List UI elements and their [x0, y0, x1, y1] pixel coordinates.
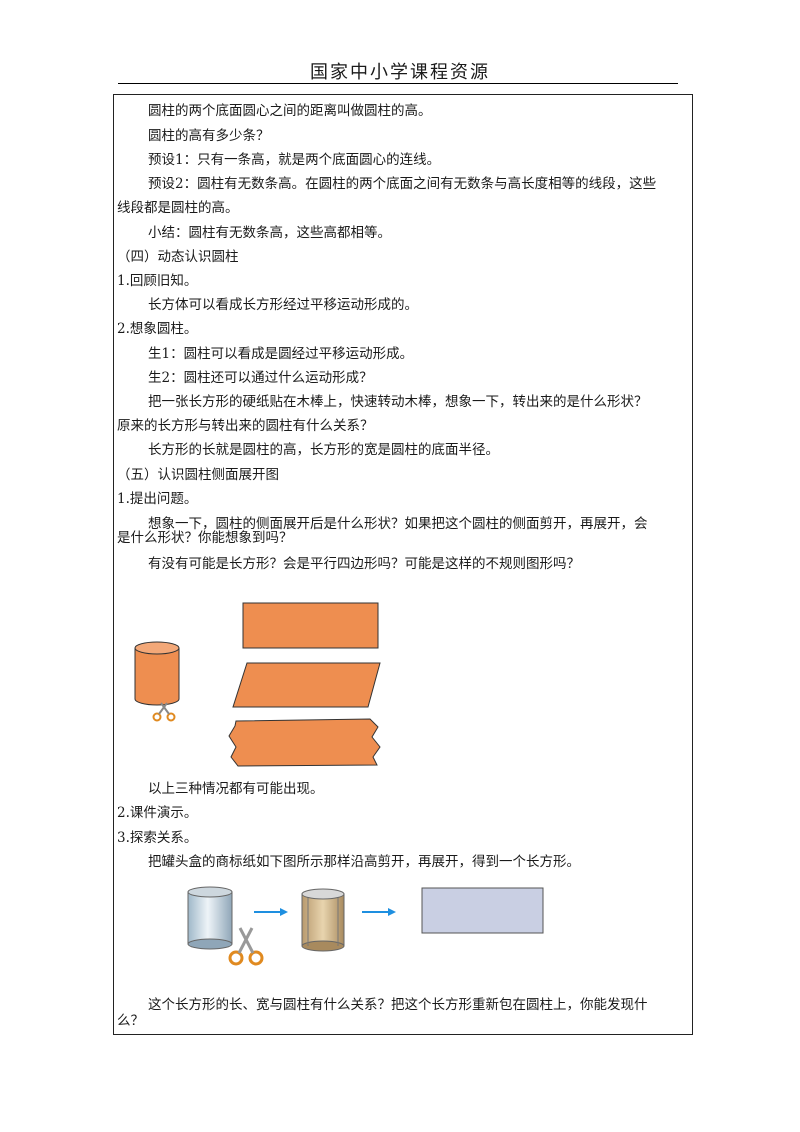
text-line: 想象一下，圆柱的侧面展开后是什么形状？如果把这个圆柱的侧面剪开，再展开，会 [148, 516, 648, 532]
text-line: 长方体可以看成长方形经过平移运动形成的。 [148, 297, 418, 313]
scissors-icon [152, 702, 176, 722]
text-line: 预设2：圆柱有无数条高。在圆柱的两个底面之间有无数条与高长度相等的线段，这些 [148, 176, 657, 192]
text-line: 有没有可能是长方形？会是平行四边形吗？可能是这样的不规则图形吗？ [148, 556, 580, 572]
text-line: 把一张长方形的硬纸贴在木棒上，快速转动木棒，想象一下，转出来的是什么形状？ [148, 394, 648, 410]
arrow-icon [254, 908, 288, 916]
opened-can-icon [301, 888, 345, 952]
scissors-icon [228, 927, 264, 966]
section-heading: （五）认识圆柱侧面展开图 [117, 467, 279, 483]
text-line: 么？ [117, 1013, 144, 1029]
cylinder-unroll-figure [134, 602, 381, 767]
text-line: 生2：圆柱还可以通过什么运动形成？ [148, 370, 373, 386]
header-rule [118, 83, 678, 84]
table-frame [113, 94, 693, 1035]
text-line: 原来的长方形与转出来的圆柱有什么关系？ [117, 418, 374, 434]
text-line: 1.提出问题。 [117, 491, 198, 507]
can-icon [187, 886, 233, 950]
text-line: 小结：圆柱有无数条高，这些高都相等。 [148, 225, 391, 241]
label-rectangle [421, 887, 544, 934]
arrow-icon [362, 908, 396, 916]
text-line: 长方形的长就是圆柱的高，长方形的宽是圆柱的底面半径。 [148, 442, 499, 458]
text-line: 预设1：只有一条高，就是两个底面圆心的连线。 [148, 152, 441, 168]
text-line: 2.想象圆柱。 [117, 321, 198, 337]
text-line: 2.课件演示。 [117, 805, 198, 821]
irregular-shape [228, 718, 381, 767]
orange-cylinder [134, 641, 180, 706]
text-line: 是什么形状？你能想象到吗？ [117, 530, 293, 546]
text-line: 1.回顾旧知。 [117, 273, 198, 289]
text-line: 圆柱的高有多少条？ [148, 128, 270, 144]
rectangle-shape [242, 602, 379, 649]
can-label-figure [187, 886, 544, 966]
text-line: 3.探索关系。 [117, 830, 198, 846]
page-header-title: 国家中小学课程资源 [310, 62, 490, 83]
parallelogram-shape [232, 662, 381, 708]
text-line: 以上三种情况都有可能出现。 [148, 781, 324, 797]
text-line: 这个长方形的长、宽与圆柱有什么关系？把这个长方形重新包在圆柱上，你能发现什 [148, 997, 648, 1013]
text-line: 圆柱的两个底面圆心之间的距离叫做圆柱的高。 [148, 103, 432, 119]
text-line: 生1：圆柱可以看成是圆经过平移运动形成。 [148, 346, 414, 362]
text-line: 线段都是圆柱的高。 [117, 200, 239, 216]
section-heading: （四）动态认识圆柱 [117, 249, 239, 265]
text-line: 把罐头盒的商标纸如下图所示那样沿高剪开，再展开，得到一个长方形。 [148, 854, 580, 870]
